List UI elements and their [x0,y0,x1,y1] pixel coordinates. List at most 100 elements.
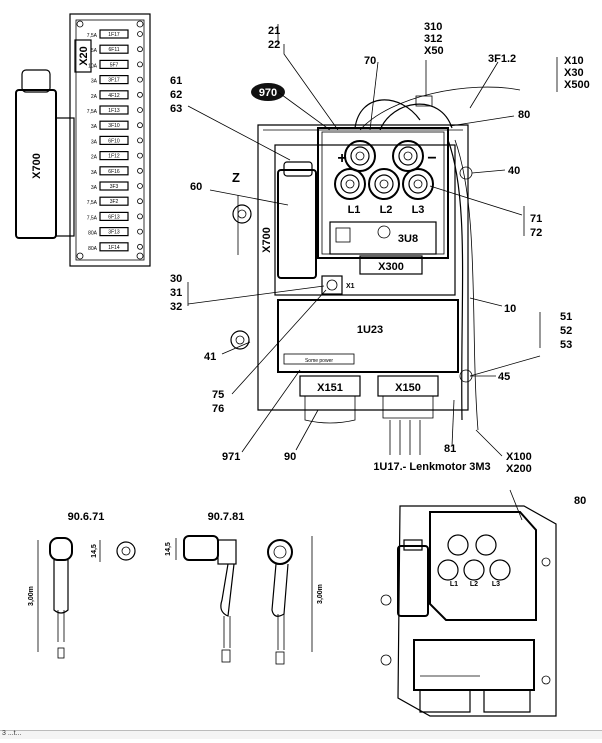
fuse-screw [137,61,143,68]
fuse-screw [137,228,143,235]
callout-30: 30 [170,273,182,285]
fuse-code: 3F17 [108,78,120,84]
leader-lines [187,24,558,521]
callout-52: 52 [560,325,572,337]
fuse-body [99,29,129,39]
callout-x100: X100 [506,451,532,463]
fuse-body [99,59,129,70]
x700-relay [277,169,317,279]
callout-62: 62 [170,89,182,101]
callout-76: 76 [212,403,224,415]
motor-label: 1U17.- Lenkmotor 3M3 [373,461,490,473]
fuse-body [99,74,129,85]
callout-63: 63 [170,103,182,115]
x1-label: X1 [346,283,355,290]
fuse-rating: 80A [88,231,98,237]
fuse-rating: 2A [91,94,98,100]
callout-90: 90 [284,451,296,463]
fuse-screw [137,152,143,159]
fig-90781-label: 90.7.81 [208,511,245,523]
callout-312: 312 [424,33,442,45]
fuse-code: 1F12 [108,154,120,160]
fuse-screw [137,243,143,250]
footer-bar: 3 ...t... [0,730,602,739]
callout-75: 75 [212,389,224,401]
fuse-code: 6F11 [108,47,119,53]
fuse-body [99,211,129,221]
power-module [317,127,449,259]
fuse-rating: 7,5A [87,215,98,221]
fuse-screw [137,107,143,113]
fuse-code: 3F13 [108,230,120,236]
fuse-code: 1F13 [108,108,120,114]
isometric-view: L1 L2 L3 [380,505,557,717]
fuse-row: 3A 3F10 [91,120,143,130]
x700-side-label: X700 [31,153,43,179]
fuse-rating: 3A [91,124,98,130]
fuse-code: 6F13 [108,214,120,220]
footer-text: 3 ...t... [2,730,22,737]
callout-numbers: 21 22 310 312 X50 70 3F1.2 X10 X30 X500 … [170,21,590,507]
fuse-screw [137,213,143,220]
callout-x50: X50 [424,45,444,57]
callout-971: 971 [222,451,240,463]
callout-72: 72 [530,227,542,239]
cable-detail-907: 90.7.81 14,5 3,00m [165,511,324,665]
callout-970: 970 [251,83,285,101]
fuse-row: 7,5A 6F13 [87,211,143,221]
l3-label: L3 [412,204,425,216]
x50-connector [415,95,433,107]
connector-x151 [299,375,361,397]
z-label: Z [232,170,240,185]
callout-81: 81 [444,443,456,455]
iso-l2: L2 [470,581,478,588]
fuse-body [99,44,129,54]
fuse-code: 6F16 [108,169,120,175]
fuse-rating: 5A [91,48,98,54]
fuse-code: 6F10 [108,138,120,144]
controller-1u23 [277,299,459,373]
fuse-screw [137,31,143,37]
callout-31: 31 [170,287,182,299]
callout-40: 40 [508,165,520,177]
fuse-body [99,242,129,252]
connector-x150 [377,375,439,397]
fuse-rating: 3A [91,139,98,145]
fuse-rating: 3A [91,185,98,191]
fuse-body [99,166,129,176]
callout-60: 60 [190,181,202,193]
fuse-screw [137,183,143,189]
fuse-row: 5A 6F11 [91,44,143,54]
fuse-screw [137,46,143,53]
fuse-screw [137,122,143,129]
fuse-body [99,120,129,130]
callout-x30: X30 [564,67,584,79]
fuse-code: 1F14 [108,245,120,251]
fuse-row: 80A 3F13 [88,227,143,237]
callout-x10: X10 [564,55,584,67]
callout-10: 10 [504,303,516,315]
callout-80-iso: 80 [574,495,586,507]
dim-300-b: 3,00m [317,584,324,604]
fuse-code: 3F10 [108,123,120,129]
callout-51: 51 [560,311,572,323]
callout-3f12: 3F1.2 [488,53,516,65]
fuse-code: 3F2 [110,199,119,205]
connector-x1 [321,275,343,295]
brand-label: Some power [305,358,333,364]
x300-label: X300 [378,261,404,273]
fuse-rating: 7,5A [87,109,98,115]
terminal-plus [344,140,376,172]
connector-x300 [359,255,423,275]
callout-41: 41 [204,351,216,363]
fuse-screw [137,137,143,144]
callout-x500: X500 [564,79,590,91]
fuse-body [99,90,129,100]
